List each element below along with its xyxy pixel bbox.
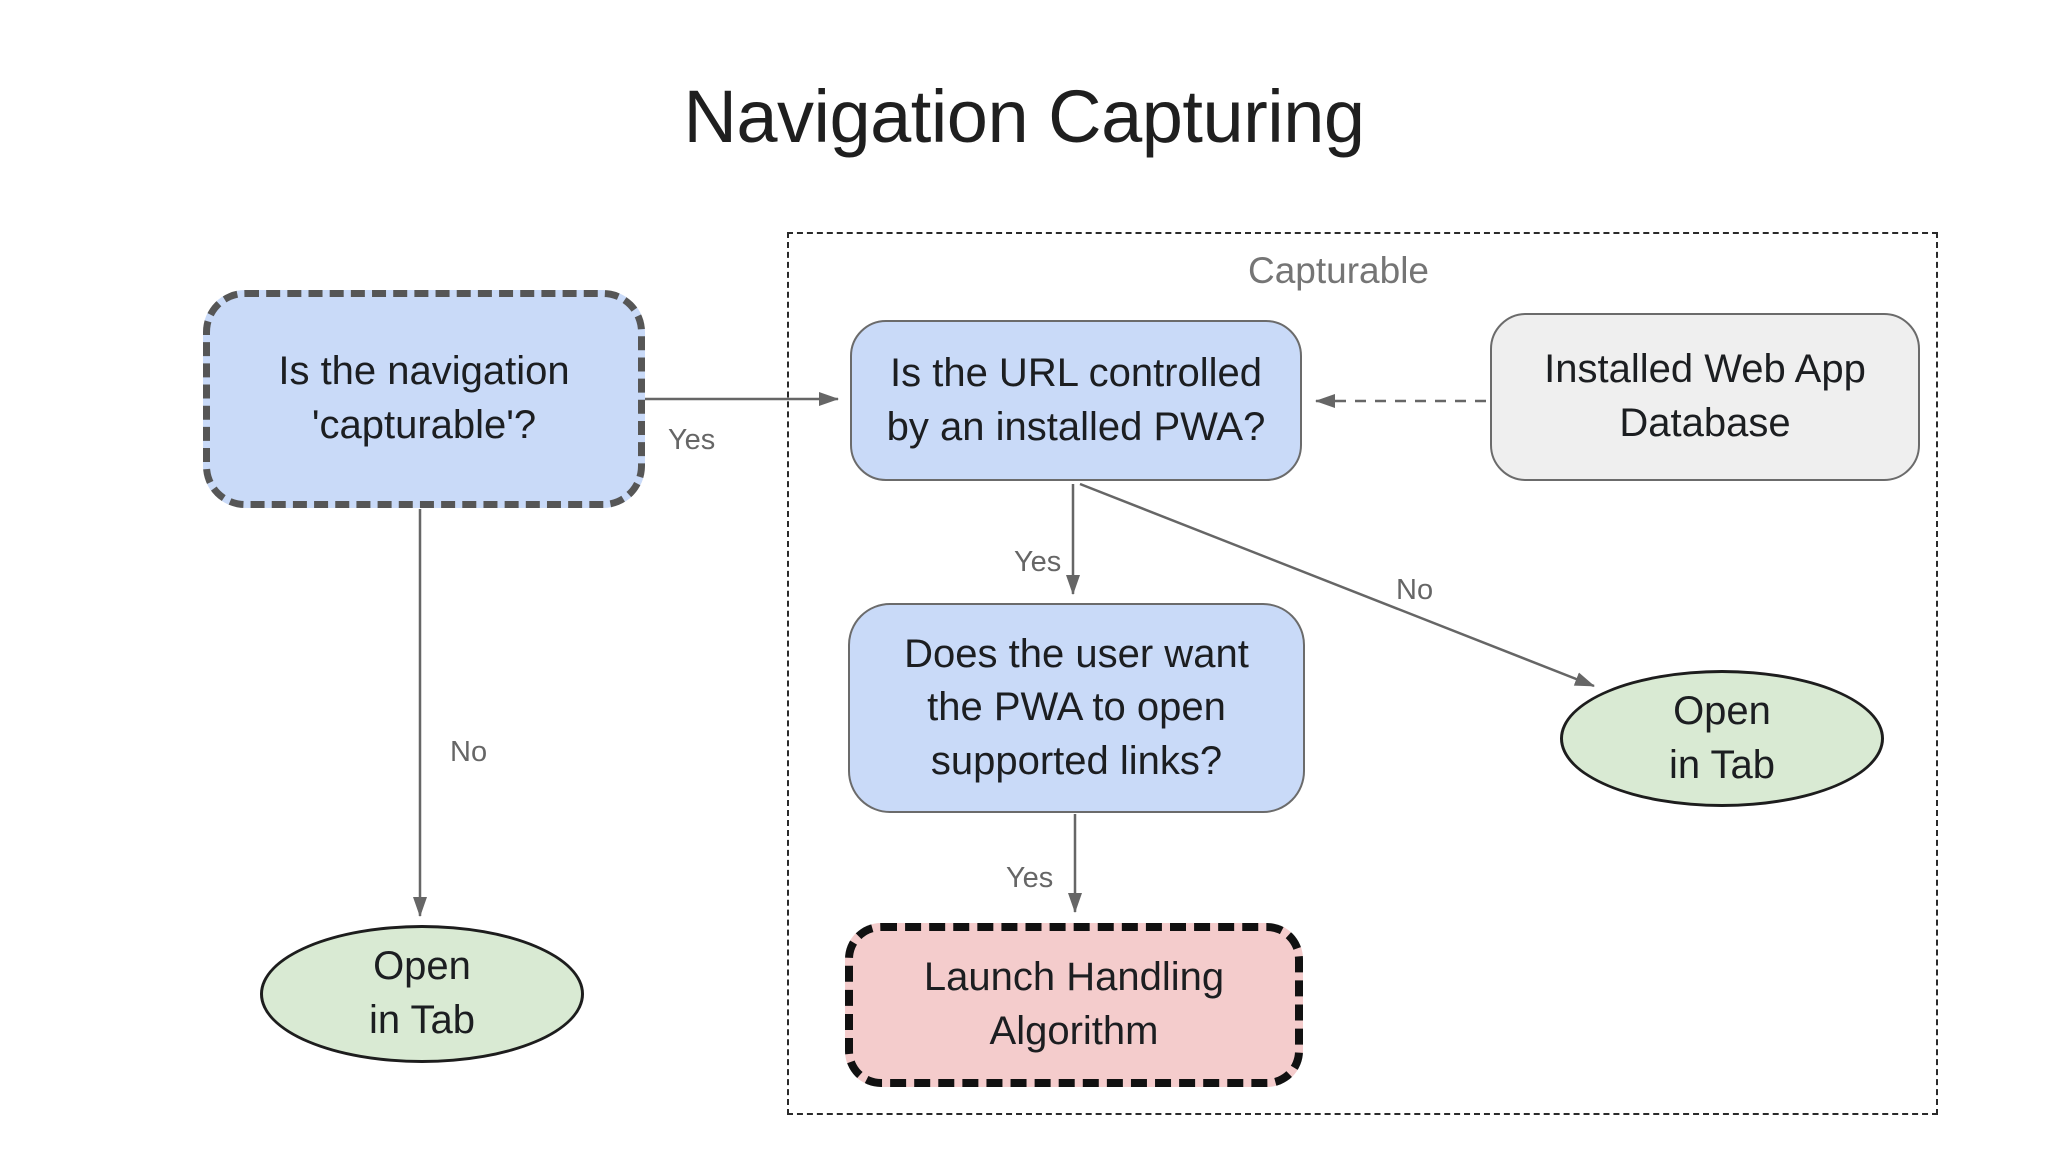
node-open-in-tab-right-label: Open in Tab [1668,688,1775,787]
page-title: Navigation Capturing [683,75,1365,158]
node-is-navigation-capturable: Is the navigation 'capturable'? [203,290,645,508]
node-open-in-tab-right: Open in Tab [1560,670,1884,807]
node-url-controlled-by-pwa: Is the URL controlled by an installed PW… [850,320,1302,481]
node-is-navigation-capturable-label: Is the navigation 'capturable'? [278,349,570,447]
node-open-in-tab-left: Open in Tab [260,925,584,1063]
node-launch-handling-algorithm-label: Launch Handling Algorithm [923,955,1225,1053]
node-url-controlled-by-pwa-label: Is the URL controlled by an installed PW… [886,350,1266,449]
capturable-group-outline [787,232,1938,1115]
node-open-in-tab-left-label: Open in Tab [368,944,475,1042]
edge-label-capturable-no: No [450,736,488,768]
node-installed-web-app-database: Installed Web App Database [1490,313,1920,481]
edge-label-capturable-yes: Yes [668,424,716,456]
node-installed-web-app-database-label: Installed Web App Database [1544,347,1866,445]
edge-label-user-yes: Yes [1006,862,1054,894]
node-user-wants-supported-links-label: Does the user want the PWA to open suppo… [904,631,1249,783]
edge-label-url-yes: Yes [1014,546,1062,578]
capturable-group-label: Capturable [1248,250,1430,291]
edge-label-url-no: No [1396,574,1434,606]
node-launch-handling-algorithm: Launch Handling Algorithm [845,923,1303,1087]
node-user-wants-supported-links: Does the user want the PWA to open suppo… [848,603,1305,813]
